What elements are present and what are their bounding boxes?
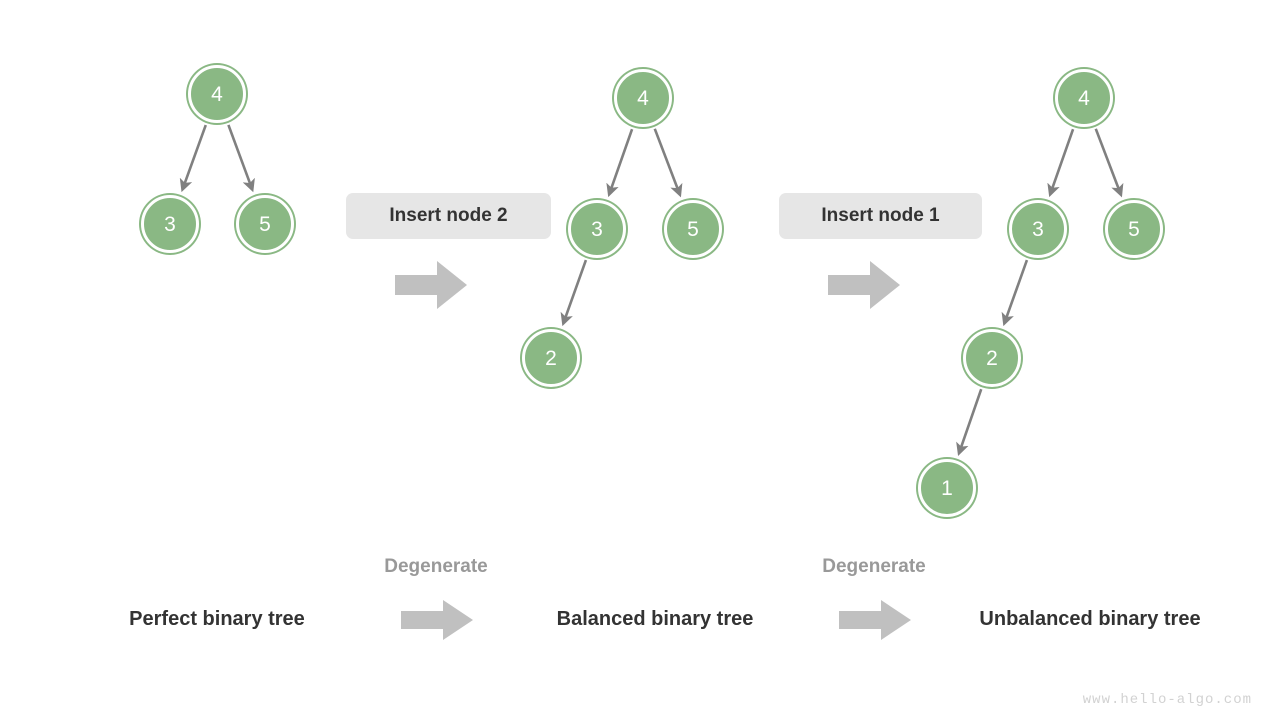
tree-node[interactable]: 3: [568, 200, 626, 258]
tree-node-label: 2: [986, 346, 998, 370]
tree-edge: [560, 259, 588, 327]
tree-node[interactable]: 5: [1105, 200, 1163, 258]
tree-node[interactable]: 3: [141, 195, 199, 253]
tree-node-label: 2: [545, 346, 557, 370]
tree-edge: [956, 388, 983, 457]
tree-node-label: 5: [1128, 217, 1140, 241]
tree-node[interactable]: 4: [1055, 69, 1113, 127]
step-arrow-1-icon: [395, 261, 467, 309]
tree-edge: [179, 124, 208, 193]
tree-node[interactable]: 3: [1009, 200, 1067, 258]
tree-edge: [1094, 128, 1124, 198]
step-chip-insert-node-2[interactable]: Insert node 2: [346, 193, 551, 239]
degenerate-label-2: Degenerate: [822, 556, 926, 577]
tree-edge: [227, 124, 255, 193]
degenerate-arrow-2-icon: [839, 600, 911, 640]
tree-node[interactable]: 2: [963, 329, 1021, 387]
tree-node-label: 4: [211, 82, 223, 106]
caption-unbalanced-binary-tree: Unbalanced binary tree: [979, 608, 1201, 630]
watermark: www.hello-algo.com: [1082, 692, 1252, 708]
caption-balanced-binary-tree: Balanced binary tree: [556, 608, 754, 630]
tree-node[interactable]: 2: [522, 329, 580, 387]
tree-edge: [1047, 128, 1075, 198]
degenerate-arrow-1-icon: [401, 600, 473, 640]
tree-node-label: 4: [637, 86, 649, 110]
step-arrow-2-icon: [828, 261, 900, 309]
tree-node[interactable]: 1: [918, 459, 976, 517]
tree-edge: [653, 128, 683, 198]
tree-node-label: 1: [941, 476, 953, 500]
tree-node[interactable]: 4: [614, 69, 672, 127]
tree-node-label: 3: [164, 212, 176, 236]
tree-node[interactable]: 5: [236, 195, 294, 253]
tree-node[interactable]: 4: [188, 65, 246, 123]
tree-node-label: 5: [687, 217, 699, 241]
tree-node-label: 3: [591, 217, 603, 241]
degenerate-label-1: Degenerate: [384, 556, 488, 577]
tree-node-label: 4: [1078, 86, 1090, 110]
step-chip-insert-node-1[interactable]: Insert node 1: [779, 193, 982, 239]
tree-node-label: 5: [259, 212, 271, 236]
tree-node[interactable]: 5: [664, 200, 722, 258]
caption-perfect-binary-tree: Perfect binary tree: [129, 608, 305, 630]
tree-edge: [1001, 259, 1029, 327]
tree-edge: [606, 128, 634, 198]
tree-node-label: 3: [1032, 217, 1044, 241]
